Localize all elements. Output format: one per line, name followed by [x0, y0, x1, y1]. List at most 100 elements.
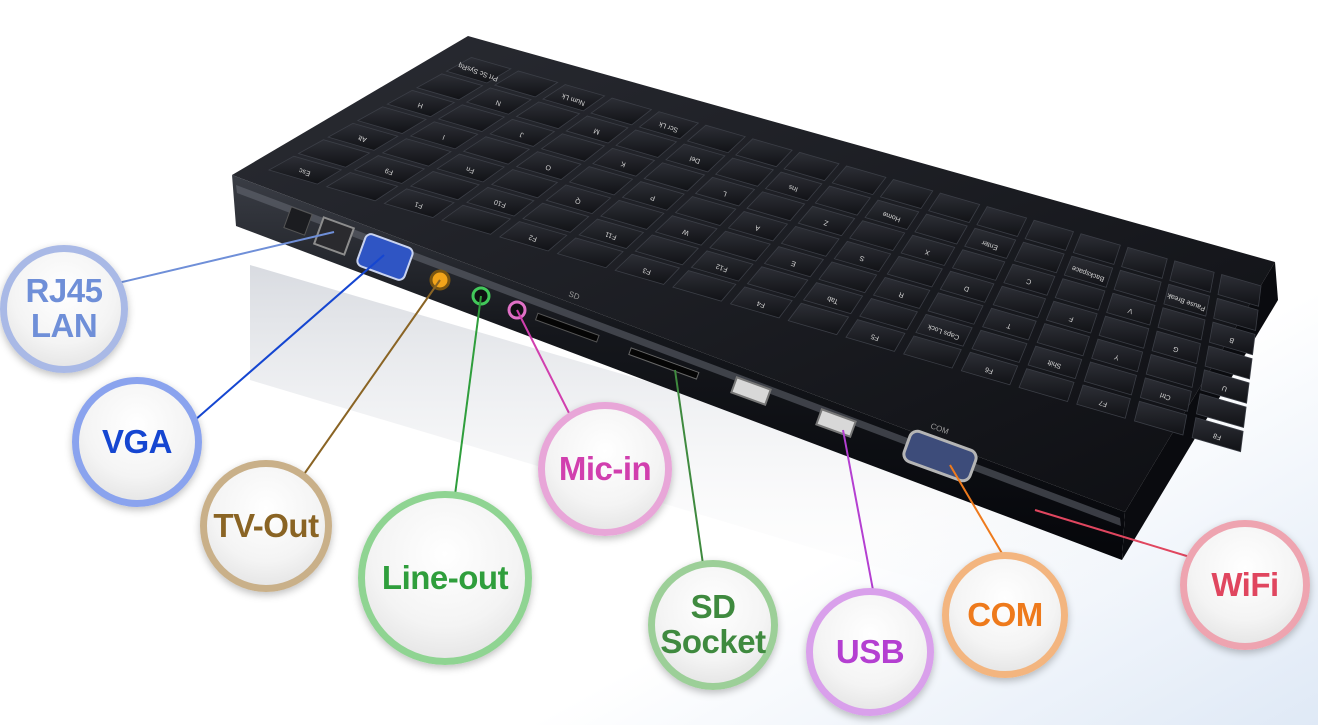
- key-label: F8: [1212, 431, 1222, 440]
- keycap: [951, 249, 1006, 281]
- keycap: [1024, 219, 1074, 251]
- keycap: [297, 139, 371, 168]
- leader-line-usb: [842, 429, 874, 591]
- keycap: [1045, 300, 1098, 334]
- keycap: [436, 153, 506, 183]
- keycap: [643, 162, 706, 192]
- key-label: Y: [1113, 352, 1120, 360]
- key-label: F1: [414, 200, 424, 209]
- leader-line-lineout: [454, 295, 482, 496]
- key-label: F3: [642, 266, 652, 275]
- key-label: F12: [715, 262, 729, 273]
- keycap: [783, 151, 840, 182]
- key-label: R: [898, 290, 905, 298]
- key-label: F: [1068, 314, 1074, 322]
- key-label: Del: [689, 154, 702, 164]
- keycap: [1217, 273, 1262, 307]
- rj45-lan-port: [312, 216, 356, 256]
- sd-socket: [628, 347, 700, 380]
- keycap: [665, 143, 726, 173]
- keycap: [621, 181, 685, 211]
- keycap: [1204, 345, 1253, 380]
- usb-port-2: [815, 408, 857, 438]
- leader-line-sdsocket: [674, 369, 706, 579]
- key-label: Ctrl: [1159, 391, 1172, 401]
- callout-wifi: WiFi: [1180, 520, 1310, 650]
- key-label: F11: [604, 230, 617, 241]
- keycap: [441, 204, 512, 235]
- key-label: J: [519, 130, 525, 138]
- keycap: [1018, 368, 1075, 403]
- keycap: [556, 237, 624, 269]
- keycap: [690, 250, 754, 282]
- keycap: [802, 282, 864, 315]
- keycap: [714, 157, 775, 187]
- keycap: [654, 215, 718, 246]
- keycap: [915, 313, 973, 347]
- keycap: [900, 234, 956, 266]
- keycap: [568, 166, 634, 196]
- leader-line-micin: [516, 309, 571, 416]
- key-label: F10: [493, 198, 507, 209]
- keycap: [522, 202, 590, 233]
- keycap: [960, 351, 1019, 386]
- key-label: Shift: [1047, 358, 1063, 369]
- callout-label-wifi: WiFi: [1211, 565, 1279, 603]
- keycap: [489, 118, 556, 147]
- keycap: [445, 56, 512, 84]
- callout-label-vga: VGA: [101, 422, 173, 460]
- key-label: A: [754, 223, 761, 231]
- keycap: [814, 185, 871, 216]
- keycap: [383, 188, 455, 218]
- keycap: [903, 335, 962, 369]
- callout-vga: VGA: [72, 377, 202, 507]
- sd-port-label: SD: [567, 289, 581, 301]
- power-jack: [283, 206, 313, 236]
- keycap: [1200, 369, 1250, 404]
- keycap: [515, 151, 582, 180]
- keycap: [381, 138, 452, 167]
- key-label: Fn: [465, 165, 475, 174]
- key-label: F7: [1098, 398, 1108, 407]
- keycap: [1113, 269, 1162, 303]
- keycap: [1076, 384, 1131, 419]
- key-label: F5: [870, 332, 880, 341]
- leader-line-tvout: [299, 279, 441, 481]
- keycap: [353, 155, 426, 184]
- keycap: [780, 225, 840, 257]
- keycap: [845, 319, 906, 352]
- keycap: [600, 199, 665, 230]
- keycap: [614, 253, 681, 285]
- leader-line-rj45: [117, 231, 335, 284]
- keycap: [982, 307, 1037, 341]
- key-label: T: [1005, 321, 1012, 329]
- keycap: [267, 155, 343, 185]
- keycap: [833, 240, 892, 273]
- keycap: [542, 84, 606, 112]
- keycap: [1003, 263, 1056, 296]
- keycap: [498, 221, 568, 252]
- callout-label-rj45: RJ45 LAN: [25, 272, 103, 344]
- keycap: [1151, 330, 1201, 365]
- keycap: [1063, 255, 1114, 288]
- keycap: [591, 147, 656, 177]
- keycap: [540, 133, 606, 162]
- key-label: C: [1026, 277, 1033, 285]
- keycap: [849, 220, 906, 252]
- keycap: [1163, 283, 1211, 317]
- leader-line-wifi: [1034, 509, 1191, 558]
- keycap: [615, 129, 678, 158]
- keycap: [1027, 345, 1083, 380]
- keycap: [1098, 315, 1150, 349]
- callout-com: COM: [942, 552, 1068, 678]
- keycap: [797, 205, 856, 237]
- key-label: L: [722, 189, 728, 197]
- key-label: E: [790, 259, 797, 267]
- key-label: V: [1127, 306, 1134, 314]
- key-label: K: [620, 159, 627, 167]
- keycap: [1036, 323, 1090, 357]
- keycap: [872, 276, 931, 309]
- table-reflection: [250, 265, 1120, 640]
- keycap: [578, 218, 645, 249]
